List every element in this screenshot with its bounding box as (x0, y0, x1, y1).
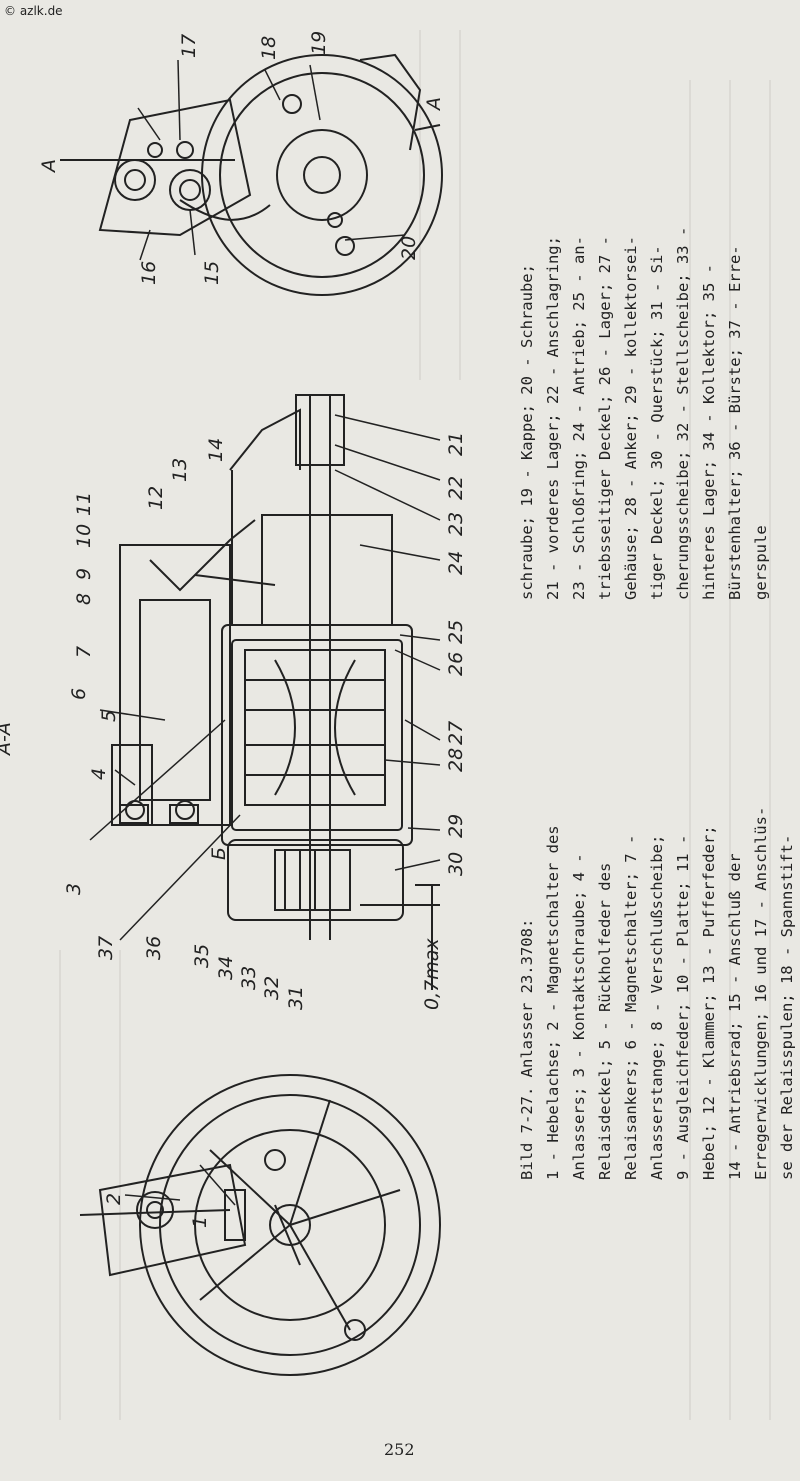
callout-14: 14 (205, 438, 227, 462)
callout-8: 8 (73, 593, 95, 605)
callout-19: 19 (308, 31, 330, 55)
page-number: 252 (384, 1440, 415, 1459)
caption-line-10: Erregerwicklungen; 16 und 17 - Anschlüs- (752, 807, 770, 1180)
caption-line-19: hinteres Lager; 34 - Kollektor; 35 - (700, 264, 718, 600)
caption-line-13: 21 - vorderes Lager; 22 - Anschlagring; (544, 236, 562, 600)
caption-line-9: 14 - Antriebsrad; 15 - Anschluß der (726, 853, 744, 1180)
callout-12: 12 (145, 486, 167, 510)
callout-20: 20 (398, 236, 420, 260)
callout-9: 9 (73, 568, 95, 580)
callout-25: 25 (445, 620, 467, 644)
leader-lines (89, 59, 441, 1206)
callout-30: 30 (445, 852, 467, 876)
callout-15: 15 (201, 261, 223, 285)
caption-line-4: Relaisdeckel; 5 - Rückholfeder des (596, 863, 614, 1180)
caption-line-3: Anlassers; 3 - Kontaktschraube; 4 - (570, 853, 588, 1180)
figure-caption: Bild 7-27. Anlasser 23.3708: 1 - Hebelac… (518, 227, 796, 1180)
callout-27: 27 (445, 721, 467, 745)
callout-5: 5 (98, 710, 120, 722)
callout-2: 2 (103, 1193, 125, 1205)
section-label: A-A (0, 722, 15, 757)
callout-6: 6 (68, 688, 90, 700)
callout-13: 13 (169, 458, 191, 482)
callout-23: 23 (445, 512, 467, 536)
caption-line-18: cherungsscheibe; 32 - Stellscheibe; 33 - (674, 227, 692, 600)
callout-36: 36 (143, 936, 165, 960)
caption-line-16: Gehäuse; 28 - Anker; 29 - kollektorsei- (622, 236, 640, 600)
callout-numbers: 1 2 3 4 5 6 7 8 9 10 11 12 13 14 15 16 1… (63, 31, 467, 1228)
callout-37: 37 (95, 936, 117, 960)
caption-line-7: 9 - Ausgleichfeder; 10 - Platte; 11 - (674, 835, 692, 1180)
callout-34: 34 (215, 956, 237, 980)
caption-line-1: Bild 7-27. Anlasser 23.3708: (518, 919, 536, 1180)
caption-line-11: se der Relaisspulen; 18 - Spannstift- (778, 835, 796, 1180)
callout-28: 28 (445, 748, 467, 772)
callout-31: 31 (285, 986, 307, 1010)
callout-32: 32 (261, 976, 283, 1000)
callout-1: 1 (189, 1216, 211, 1228)
section-view-drawing (111, 394, 440, 990)
caption-line-8: Hebel; 12 - Klammer; 13 - Pufferfeder; (700, 825, 718, 1180)
callout-3: 3 (63, 883, 85, 895)
callout-11: 11 (73, 492, 95, 516)
callout-4: 4 (88, 768, 110, 780)
callout-10: 10 (73, 524, 95, 548)
caption-line-21: gerspule (752, 525, 770, 600)
view-marker-right: A (423, 97, 445, 112)
caption-line-14: 23 - Schloßring; 24 - Antrieb; 25 - an- (570, 236, 588, 600)
caption-line-15: triebsseitiger Deckel; 26 - Lager; 27 - (596, 236, 614, 600)
dimension-label: 0,7max (421, 938, 443, 1010)
caption-line-5: Relaisankers; 6 - Magnetschalter; 7 - (622, 835, 640, 1180)
front-view-drawing (79, 1074, 441, 1376)
caption-line-6: Anlasserstange; 8 - Verschlußscheibe; (648, 835, 666, 1180)
callout-16: 16 (138, 261, 160, 285)
callout-33: 33 (238, 966, 260, 990)
callout-24: 24 (445, 551, 467, 575)
watermark: © azlk.de (4, 4, 63, 18)
view-marker-left: A (38, 159, 60, 174)
caption-line-20: Bürstenhalter; 36 - Bürste; 37 - Erre- (726, 245, 744, 600)
callout-7: 7 (73, 646, 95, 658)
callout-17: 17 (178, 34, 200, 58)
caption-line-12: schraube; 19 - Kappe; 20 - Schraube; (518, 264, 536, 600)
view-marker-b: Б (208, 847, 230, 860)
caption-line-17: tiger Deckel; 30 - Querstück; 31 - Si- (648, 245, 666, 600)
callout-35: 35 (191, 944, 213, 968)
callout-26: 26 (445, 652, 467, 676)
caption-line-2: 1 - Hebelachse; 2 - Magnetschalter des (544, 825, 562, 1180)
callout-22: 22 (445, 476, 467, 500)
callout-21: 21 (445, 432, 467, 456)
callout-18: 18 (258, 36, 280, 60)
end-view-drawing (60, 53, 443, 296)
callout-29: 29 (445, 814, 467, 838)
